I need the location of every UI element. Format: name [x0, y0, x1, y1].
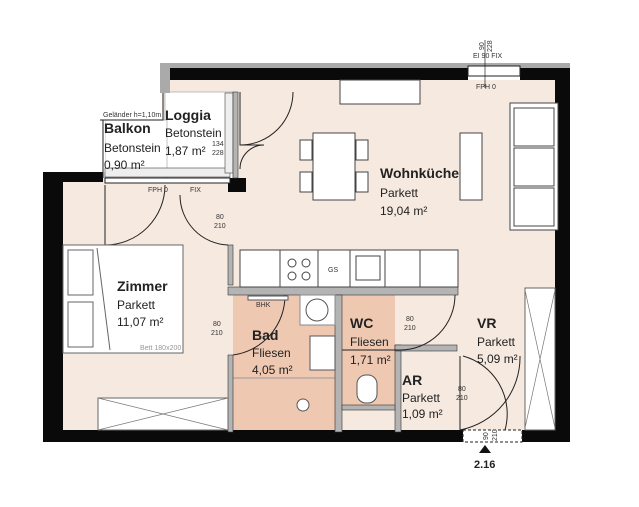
top-sideboard — [339, 79, 421, 105]
room-label-balkon: Balkon Betonstein 0,90 m² — [104, 120, 161, 172]
chair — [355, 139, 369, 161]
svg-text:0,90 m²: 0,90 m² — [104, 158, 145, 172]
room-label-bad: Bad Fliesen 4,05 m² — [252, 327, 293, 377]
svg-text:1,87 m²: 1,87 m² — [165, 144, 206, 158]
svg-text:Loggia: Loggia — [165, 107, 211, 123]
door-width: 80 — [213, 321, 221, 328]
svg-text:VR: VR — [477, 315, 496, 331]
loggia-window[interactable] — [104, 177, 231, 184]
door-height: 210 — [214, 223, 226, 230]
kitchen-counter — [239, 249, 459, 288]
door-width: 80 — [406, 316, 414, 323]
sofa — [509, 102, 559, 231]
chair — [355, 171, 369, 193]
svg-text:5,09 m²: 5,09 m² — [477, 352, 518, 366]
door-height: 210 — [404, 325, 416, 332]
svg-text:1,09 m²: 1,09 m² — [402, 407, 443, 421]
svg-text:1,71 m²: 1,71 m² — [350, 353, 391, 367]
top-window[interactable] — [467, 65, 521, 77]
room-label-wc: WC Fliesen 1,71 m² — [350, 315, 391, 367]
entry-width: 90 — [483, 432, 490, 440]
coffee-table — [459, 132, 483, 201]
bed-size-label: Bett 180x200 — [140, 345, 181, 352]
fph-label: FPH 0 — [148, 187, 168, 194]
svg-text:Wohnküche: Wohnküche — [380, 165, 459, 181]
svg-text:Parkett: Parkett — [380, 186, 419, 200]
loggia-door-height: 228 — [212, 150, 224, 157]
unit-number: 2.16 — [474, 459, 495, 471]
room-label-vr: VR Parkett 5,09 m² — [477, 315, 518, 366]
top-fph-label: FPH 0 — [476, 84, 496, 91]
dining-table — [312, 132, 356, 201]
radiator — [247, 295, 289, 301]
top-window-height: 228 — [487, 40, 494, 52]
entry-height: 210 — [492, 429, 499, 441]
shower-drain-icon — [296, 398, 310, 412]
outer-walls — [43, 63, 570, 442]
svg-text:Betonstein: Betonstein — [165, 126, 222, 140]
room-label-wohnkueche: Wohnküche Parkett 19,04 m² — [380, 165, 459, 218]
door-height: 210 — [456, 395, 468, 402]
doors[interactable] — [104, 91, 521, 431]
svg-text:AR: AR — [402, 372, 422, 388]
room-label-ar: AR Parkett 1,09 m² — [402, 372, 443, 421]
door-height: 210 — [211, 330, 223, 337]
door-width: 80 — [216, 214, 224, 221]
svg-text:Parkett: Parkett — [117, 298, 156, 312]
top-window-width: 90 — [479, 42, 486, 50]
entry-door[interactable] — [462, 429, 523, 443]
svg-text:Fliesen: Fliesen — [350, 335, 389, 349]
sink — [309, 335, 336, 371]
svg-text:WC: WC — [350, 315, 373, 331]
entry-arrow-icon — [479, 445, 491, 453]
fix-label: FIX — [190, 187, 201, 194]
svg-text:Zimmer: Zimmer — [117, 278, 168, 294]
door-width: 80 — [458, 386, 466, 393]
svg-text:19,04 m²: 19,04 m² — [380, 204, 427, 218]
svg-text:11,07 m²: 11,07 m² — [117, 315, 163, 329]
top-fire-label: EI 90 FIX — [473, 53, 503, 60]
inner-walls — [227, 91, 459, 433]
bed — [62, 244, 184, 354]
svg-text:Betonstein: Betonstein — [104, 141, 161, 155]
svg-text:Balkon: Balkon — [104, 120, 151, 136]
svg-text:Bad: Bad — [252, 327, 278, 343]
dishwasher-label: GS — [328, 267, 338, 274]
left-top-outside — [43, 80, 105, 172]
toilet — [356, 374, 378, 404]
svg-text:Parkett: Parkett — [477, 335, 516, 349]
svg-text:Fliesen: Fliesen — [252, 346, 291, 360]
room-label-zimmer: Zimmer Parkett 11,07 m² — [117, 278, 168, 329]
chair — [299, 139, 313, 161]
radiator-label: BHK — [256, 302, 271, 309]
railing-note: Geländer h=1,10m — [103, 112, 161, 119]
room-label-loggia: Loggia Betonstein 1,87 m² — [165, 107, 222, 158]
svg-text:4,05 m²: 4,05 m² — [252, 363, 293, 377]
chair — [299, 171, 313, 193]
loggia-door-width: 134 — [212, 141, 224, 148]
loggia-floor — [164, 91, 234, 181]
loggia-shutter — [224, 92, 234, 174]
svg-text:Parkett: Parkett — [402, 391, 441, 405]
